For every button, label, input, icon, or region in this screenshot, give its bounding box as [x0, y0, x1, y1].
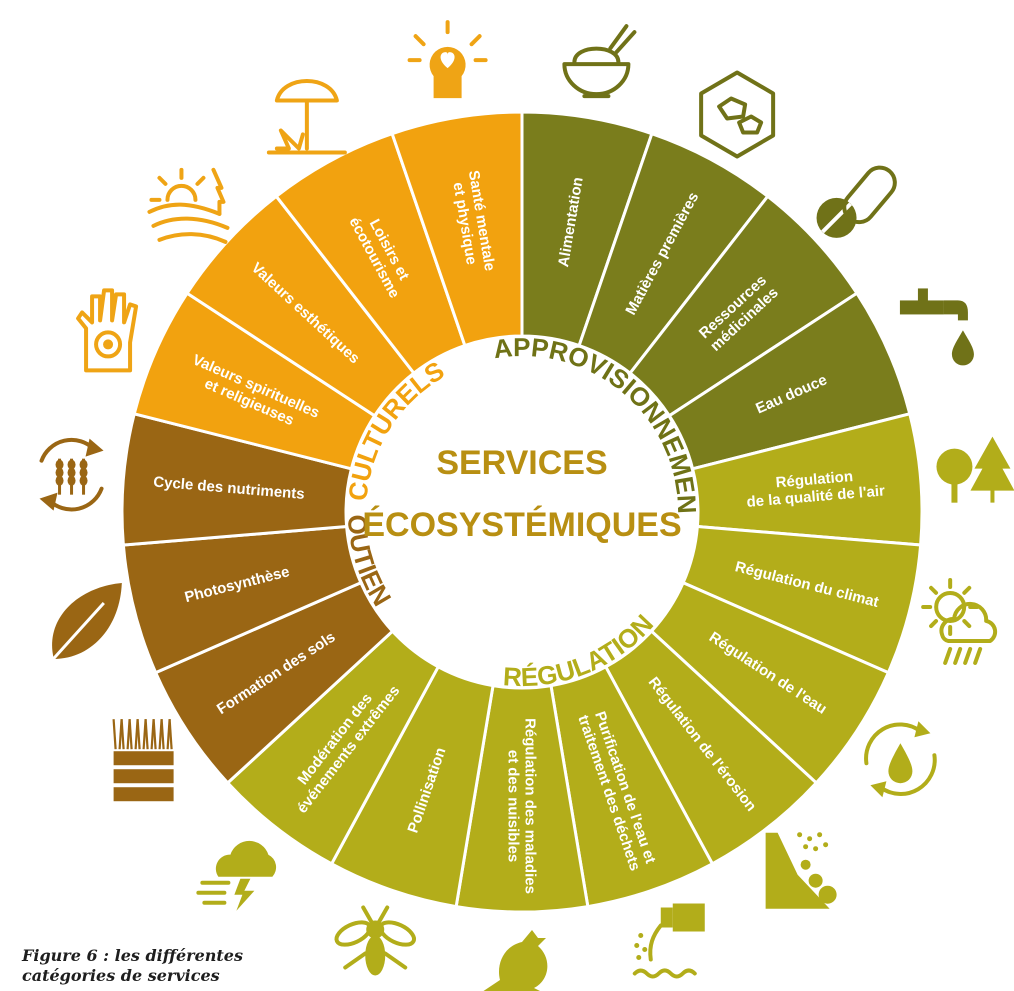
caption-line1: Figure 6 : les différentes [22, 946, 243, 965]
bee-icon [334, 905, 416, 976]
rice-bowl-icon [562, 24, 637, 99]
bird-icon [483, 930, 548, 991]
center-title-line2: ÉCOSYSTÉMIQUES [362, 506, 681, 544]
soil-layers-icon [112, 719, 174, 802]
segments-layer [120, 110, 924, 914]
water-tap-icon [899, 288, 974, 366]
beach-umbrella-icon [266, 79, 347, 155]
segment-label-line: Régulation des maladies [522, 718, 539, 894]
center-title-line1: SERVICES [436, 444, 607, 482]
hexagon-stones-icon [699, 70, 776, 159]
heart-person-icon [407, 20, 488, 99]
landslide-icon [765, 832, 837, 909]
caption-line2: catégories de services [22, 966, 220, 985]
leaf-icon [46, 582, 122, 666]
wheat-cycle-icon [39, 437, 104, 512]
center-disc [346, 336, 698, 688]
figure-caption: Figure 6 : les différentes catégories de… [22, 946, 243, 986]
storm-icon [196, 840, 277, 911]
trees-icon [936, 436, 1014, 503]
pill-capsule-icon [816, 165, 897, 238]
segment-label-line: et des nuisibles [505, 750, 522, 863]
water-cycle-icon [864, 721, 937, 798]
segment-label-line: Régulation [775, 468, 854, 491]
water-outflow-icon [632, 903, 705, 979]
sun-cloud-rain-icon [921, 577, 998, 665]
landscape-sun-icon [147, 167, 230, 244]
icons-layer [39, 20, 1014, 991]
hand-mandala-icon [76, 288, 139, 373]
